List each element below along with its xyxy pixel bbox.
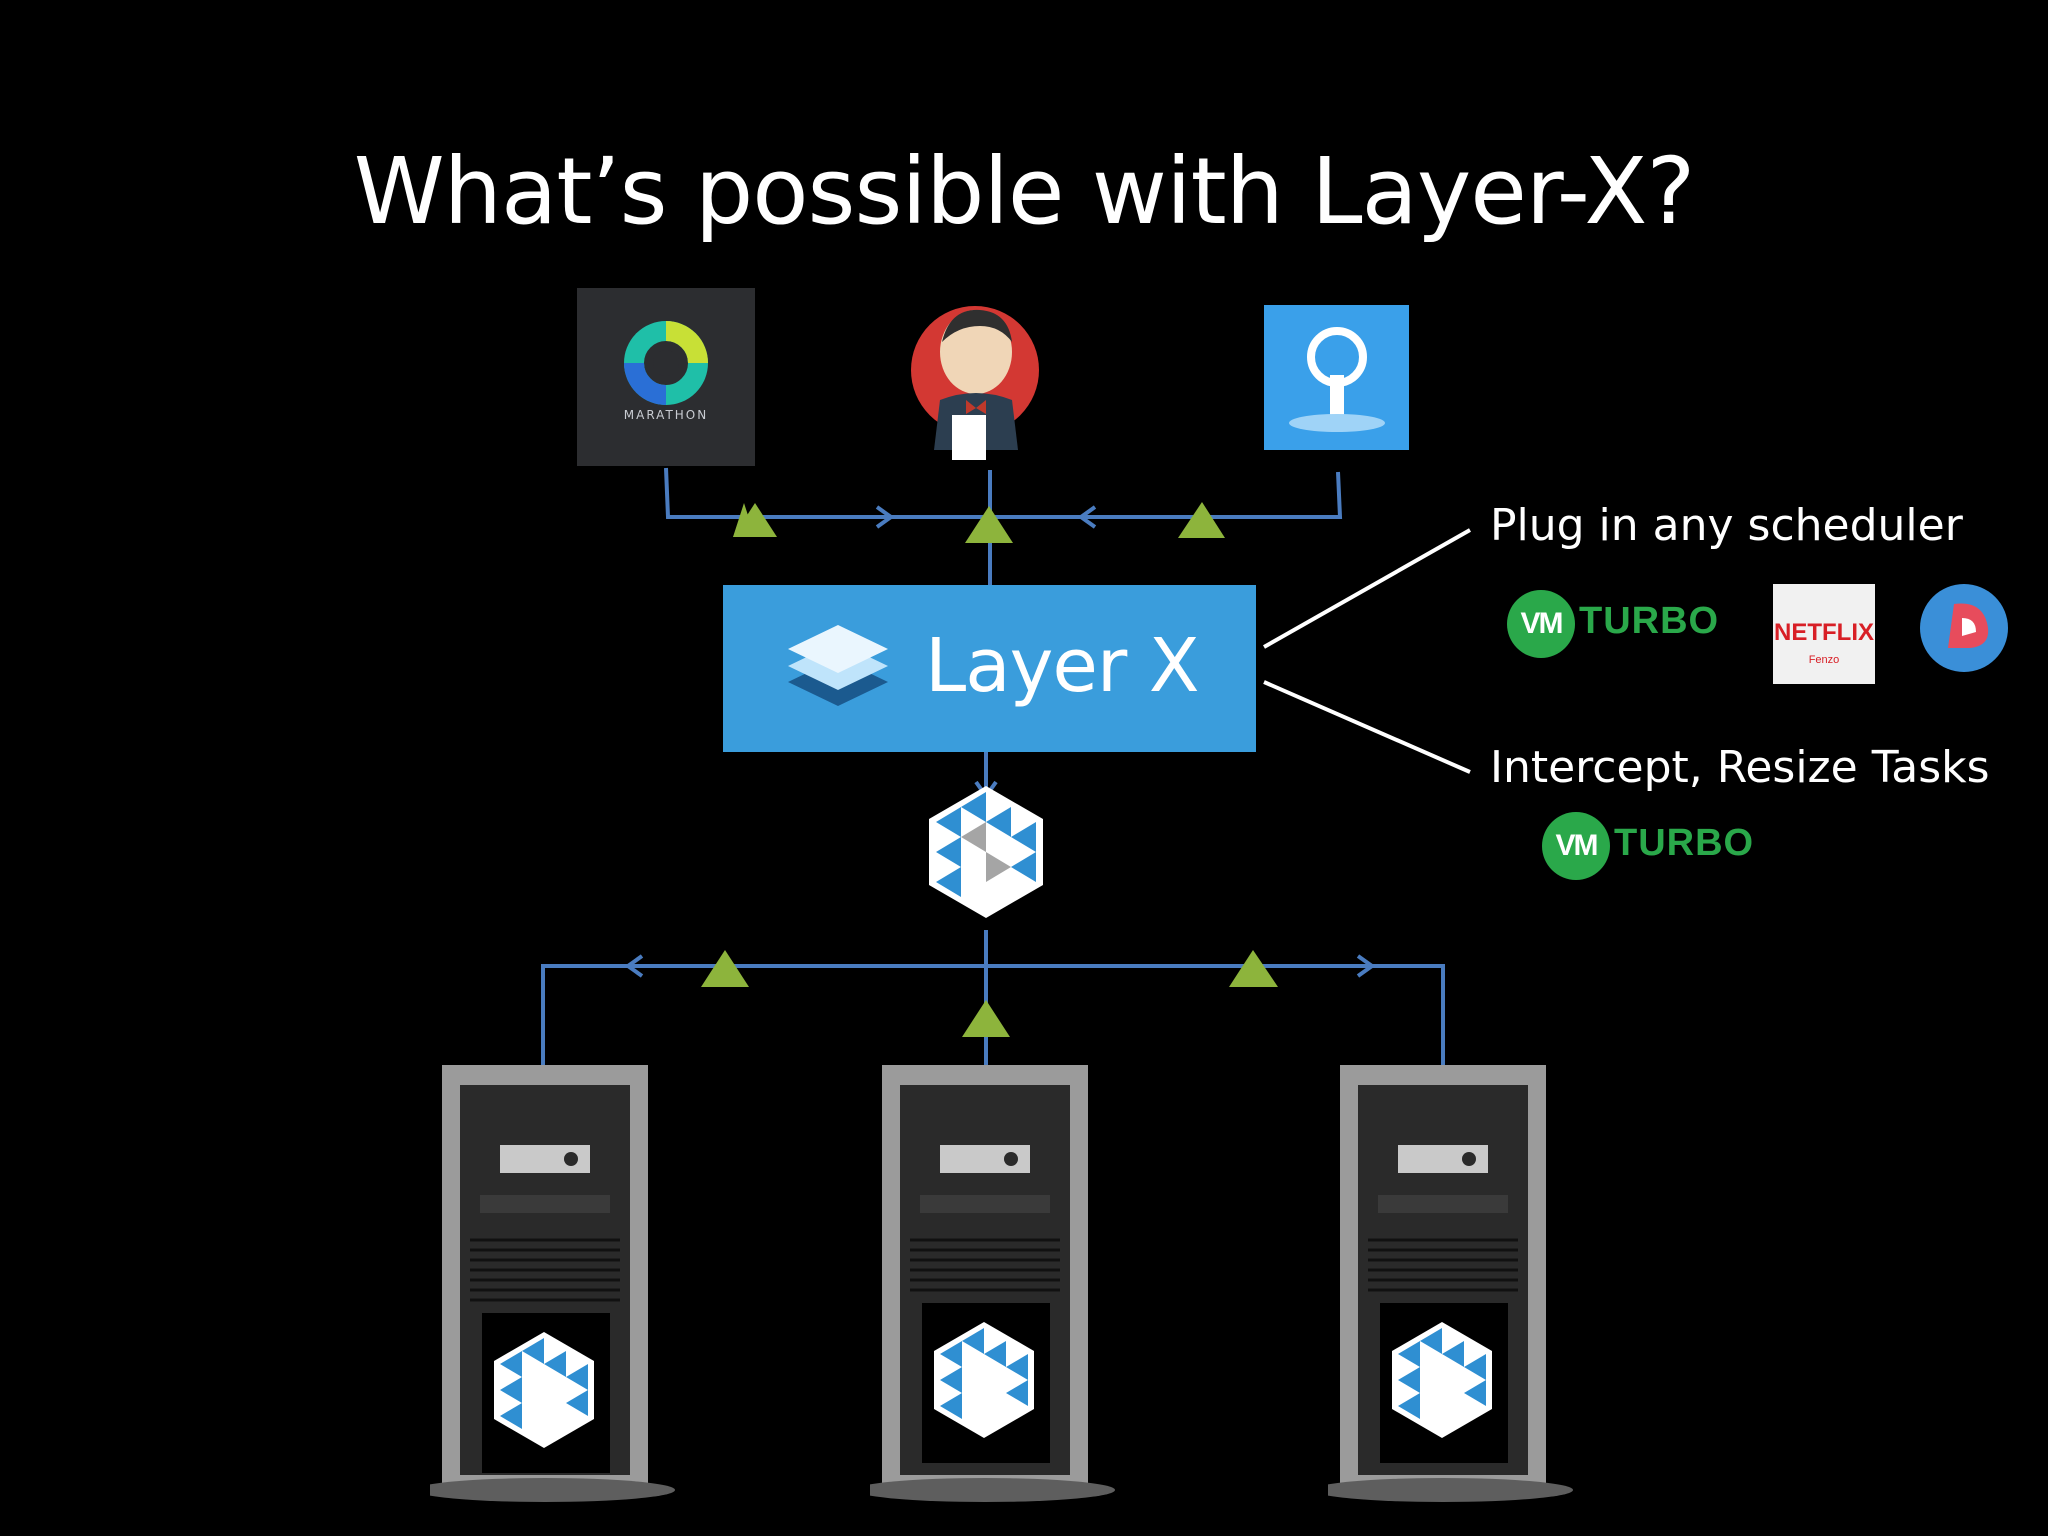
- vmturbo-logo: VM TURBO: [1507, 590, 1720, 658]
- server-tower-icon: [1313, 1065, 1573, 1502]
- skipper-logo: [1264, 305, 1409, 450]
- plug-in-scheduler-label: Plug in any scheduler: [1490, 500, 1963, 551]
- server-tower: [1313, 1065, 1598, 1505]
- skipper-lighthouse-icon: [1289, 327, 1385, 432]
- task-triangle: [962, 1000, 1010, 1037]
- task-triangle: [701, 950, 749, 987]
- server-tower-icon: [415, 1065, 675, 1502]
- intercept-pointer-line: [1263, 680, 1471, 774]
- vmturbo-word: TURBO: [1579, 600, 1720, 642]
- vmturbo-logo: VM TURBO: [1542, 812, 1755, 880]
- red-circle-icon: [1920, 584, 2008, 672]
- server-tower: [855, 1065, 1140, 1505]
- task-triangle: [1229, 950, 1278, 987]
- plug-in-pointer-line: [1263, 528, 1471, 649]
- vmturbo-word: TURBO: [1614, 822, 1755, 864]
- top-connector: [664, 467, 1343, 519]
- marathon-logo: MARATHON: [577, 288, 755, 466]
- vmturbo-circle: VM: [1507, 590, 1575, 658]
- vmturbo-circle: VM: [1542, 812, 1610, 880]
- layerx-box: Layer X: [723, 585, 1256, 752]
- fenzo-word: Fenzo: [1808, 654, 1840, 666]
- server-tower-icon: [855, 1065, 1115, 1502]
- slide-title: What’s possible with Layer-X?: [353, 138, 1696, 245]
- server-tower: [415, 1065, 700, 1505]
- marathon-label: MARATHON: [623, 408, 709, 422]
- red-circle-logo: [1918, 582, 2010, 674]
- kubernetes-hex-icon: [929, 786, 1043, 918]
- layerx-label: Layer X: [925, 623, 1200, 709]
- layerx-stack-icon: [788, 625, 888, 706]
- intercept-resize-label: Intercept, Resize Tasks: [1490, 742, 1990, 793]
- jenkins-logo: [900, 290, 1040, 480]
- jenkins-butler-icon: [911, 306, 1039, 460]
- netflix-fenzo-logo: NETFLIX Fenzo: [1773, 584, 1875, 684]
- netflix-word: NETFLIX: [1774, 619, 1874, 646]
- marathon-ring-icon: [624, 321, 708, 405]
- task-triangle: [733, 503, 777, 537]
- task-triangle: [1178, 502, 1225, 538]
- task-triangle: [965, 506, 1013, 543]
